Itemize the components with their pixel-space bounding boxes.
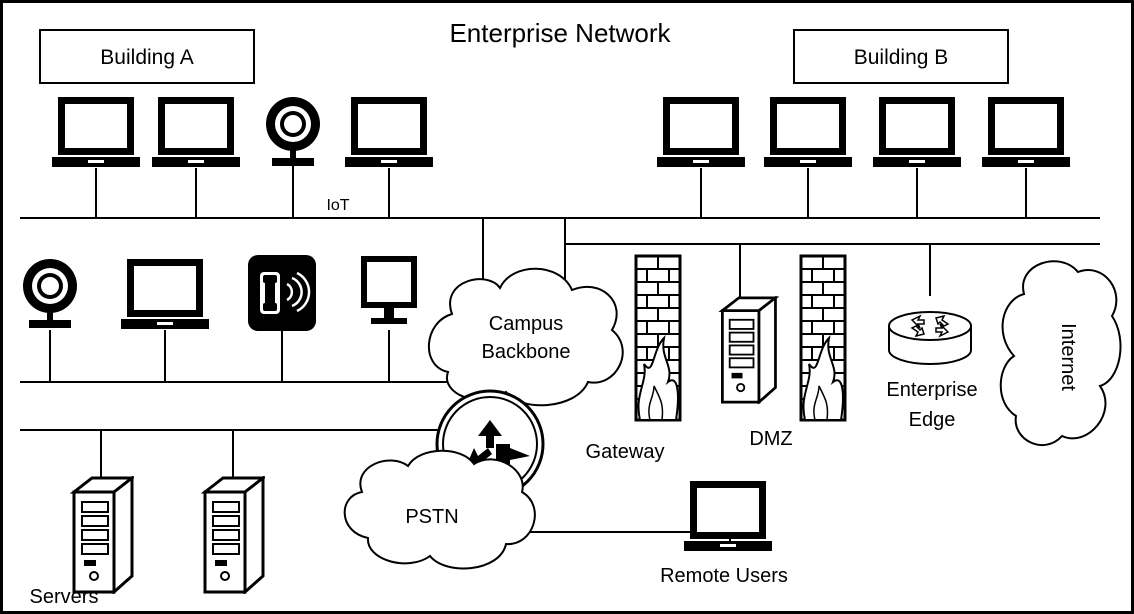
servers-label: Servers: [30, 586, 99, 608]
iot-label: IoT: [326, 197, 349, 214]
gateway-label: Gateway: [586, 441, 665, 463]
building-a-box: [39, 29, 255, 84]
server-tower-icon: [720, 296, 777, 404]
laptop-icon: [152, 97, 240, 167]
laptop-icon: [121, 259, 209, 329]
laptop-icon: [982, 97, 1070, 167]
ip-phone-icon: [247, 254, 317, 332]
internet-label: Internet: [1057, 323, 1079, 391]
laptop-icon: [873, 97, 961, 167]
enterprise-edge-label-line2: Edge: [909, 409, 956, 431]
cloud-icon: [343, 449, 536, 570]
laptop-icon: [764, 97, 852, 167]
building-b-label: Building B: [854, 46, 949, 69]
firewall-icon: [634, 254, 682, 422]
cloud-icon: [999, 260, 1122, 447]
server-tower-icon: [72, 476, 134, 594]
remote-users-label: Remote Users: [660, 565, 788, 587]
webcam-icon: [266, 97, 320, 166]
building-b-box: [793, 29, 1009, 84]
server-tower-icon: [203, 476, 265, 594]
enterprise-edge-label-line1: Enterprise: [886, 379, 977, 401]
building-a-label: Building A: [100, 46, 193, 69]
campus-backbone-label-line2: Backbone: [482, 341, 571, 363]
firewall-icon: [799, 254, 847, 422]
monitor-icon: [361, 256, 417, 324]
cloud-icon: [427, 267, 624, 407]
laptop-icon: [657, 97, 745, 167]
dmz-label: DMZ: [749, 428, 792, 450]
laptop-icon: [684, 481, 772, 551]
pstn-label: PSTN: [405, 506, 458, 528]
laptop-icon: [345, 97, 433, 167]
diagram-title: Enterprise Network: [449, 18, 671, 48]
router-icon: [888, 311, 972, 365]
campus-backbone-label-line1: Campus: [489, 313, 563, 335]
webcam-icon: [23, 259, 77, 328]
laptop-icon: [52, 97, 140, 167]
